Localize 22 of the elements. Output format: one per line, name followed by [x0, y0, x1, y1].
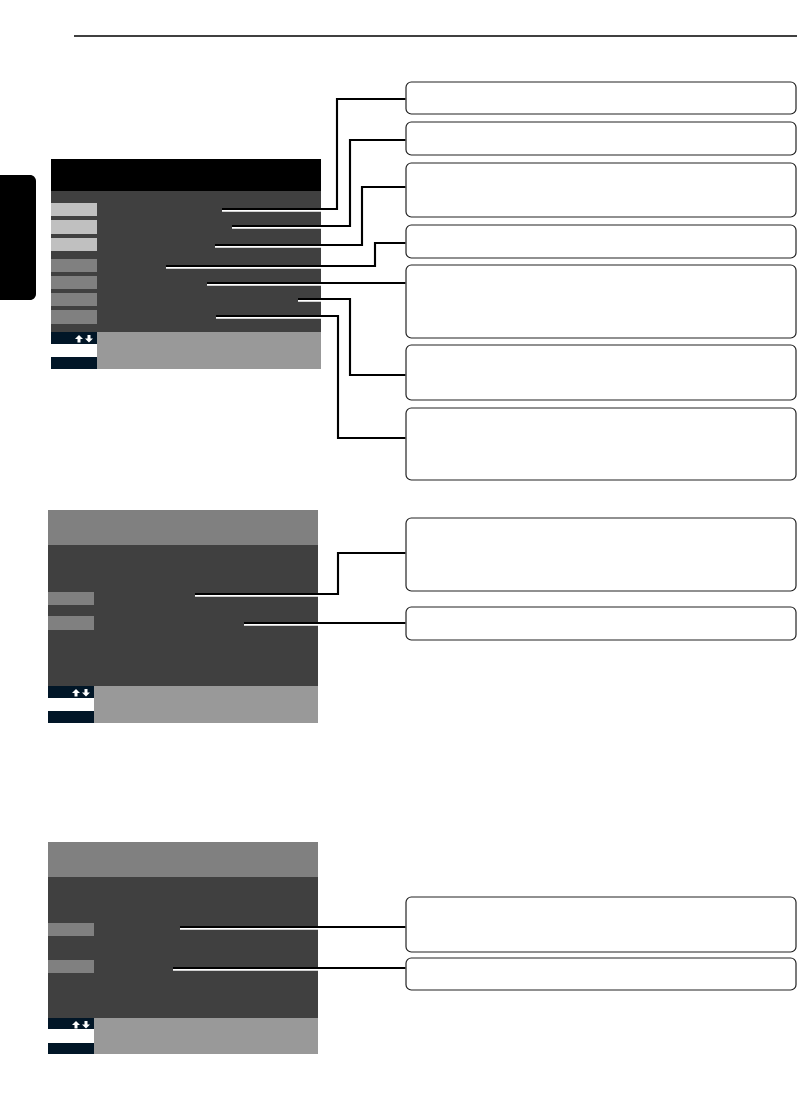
leader-line	[165, 241, 406, 269]
leader-line	[243, 621, 406, 626]
leader-line	[214, 185, 406, 248]
callout-box	[405, 344, 797, 401]
callout-box	[405, 81, 797, 115]
callout-box	[405, 517, 797, 592]
callout-box	[405, 957, 797, 991]
leader-line	[172, 966, 406, 971]
leader-line	[215, 314, 406, 441]
callout-box	[405, 162, 797, 218]
leader-line	[194, 551, 406, 597]
leader-line	[231, 138, 406, 229]
callout-box	[405, 224, 797, 259]
callout-box	[405, 264, 797, 339]
leader-line	[206, 281, 406, 286]
callout-box	[405, 896, 797, 953]
leader-line	[221, 97, 406, 212]
callout-box	[405, 121, 797, 156]
callout-box	[405, 606, 797, 641]
leader-line	[297, 297, 406, 378]
leader-line	[179, 925, 406, 930]
callout-box	[405, 407, 797, 481]
